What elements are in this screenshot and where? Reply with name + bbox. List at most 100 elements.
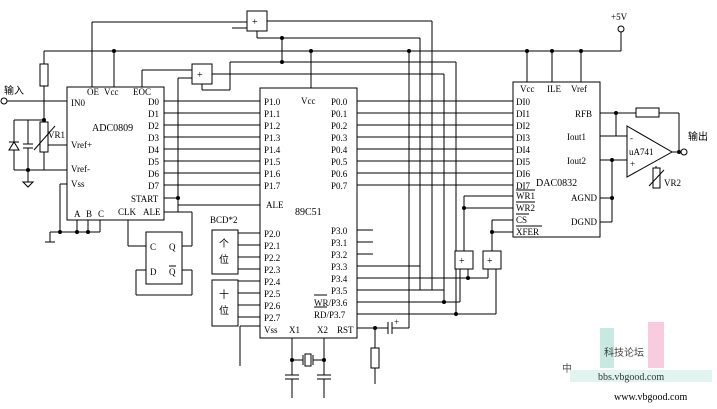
- vr2-label: VR2: [664, 178, 681, 188]
- opamp-plus-label: +: [630, 159, 635, 169]
- dac-cs-label: CS: [516, 215, 527, 225]
- mcu-x1-label: X1: [289, 325, 300, 335]
- mcu-p0-pin-label: P0.2: [331, 121, 347, 131]
- pullup-resistor: [39, 63, 49, 87]
- mcu-p0-pin-label: P0.5: [331, 157, 348, 167]
- input-label: 输入: [4, 84, 24, 97]
- mcu-p3-pin-label: WR/P3.6: [314, 298, 348, 308]
- mcu-ale-label: ALE: [266, 200, 284, 210]
- ff-q-label: Q: [169, 242, 176, 252]
- dac-vref-label: Vref: [571, 84, 587, 94]
- dac-xfer-label: XFER: [516, 227, 539, 237]
- dac-iout2-label: Iout2: [567, 156, 586, 166]
- mcu-p2-pin-label: P2.0: [264, 229, 281, 239]
- mcu-p1-pin-labels: P1.0P1.1P1.2P1.3P1.4P1.5P1.6P1.7: [264, 97, 281, 191]
- dac-ile-label: ILE: [547, 84, 561, 94]
- bcd-p2-wires: [238, 232, 260, 318]
- dac-dgnd-label: DGND: [571, 217, 597, 227]
- adc-clk-label: CLK: [118, 207, 137, 217]
- mcu-p3-pin-label: P3.5: [331, 286, 348, 296]
- mcu-vcc-label: Vcc: [301, 96, 316, 106]
- p0-dac-data-bus: [357, 100, 513, 186]
- adc-p1-data-bus: [164, 100, 260, 186]
- mcu-p2-pin-label: P2.3: [264, 265, 281, 275]
- adc-start-label: START: [131, 194, 159, 204]
- dac-rfb-label: RFB: [575, 109, 592, 119]
- mcu-x2-label: X2: [317, 325, 328, 335]
- mcu-p1-pin-label: P1.4: [264, 145, 281, 155]
- or-gate-adc-symbol: +: [197, 70, 203, 81]
- adc-ale-label: ALE: [143, 207, 161, 217]
- mcu-rst-label: RST: [337, 325, 354, 335]
- mcu-p0-pin-label: P0.6: [331, 169, 348, 179]
- mcu-p3-pin-label: P3.3: [331, 262, 348, 272]
- or-gate-cs-symbol: +: [487, 256, 493, 267]
- mcu-p2-pin-label: P2.2: [264, 253, 280, 263]
- or-gate-wr1-symbol: +: [459, 256, 465, 267]
- opamp-name: uA741: [629, 147, 654, 157]
- dac-wr2-label: WR2: [516, 203, 535, 213]
- dac-di-pin-label: DI4: [516, 145, 530, 155]
- input-terminal: [0, 97, 8, 105]
- dac-di-pin-label: DI5: [516, 157, 530, 167]
- mcu-p2-pin-label: P2.6: [264, 301, 281, 311]
- dac-di-pin-label: DI2: [516, 121, 530, 131]
- adc-addr-c-label: C: [98, 209, 104, 219]
- watermark-url: www.vbgood.com: [614, 392, 687, 403]
- dac-di-pin-label: DI0: [516, 97, 530, 107]
- or-gate-top-symbol: +: [252, 17, 258, 28]
- bcd-ones-digit: [211, 229, 239, 275]
- adc-addr-a-label: A: [74, 209, 81, 219]
- mcu-chip-name: 89C51: [295, 207, 322, 218]
- ground-symbol-left: [21, 181, 35, 188]
- output-label: 输出: [688, 130, 708, 143]
- bcd-title: BCD*2: [210, 215, 238, 225]
- mcu-p0-pin-label: P0.3: [331, 133, 348, 143]
- mcu-p0-pin-label: P0.0: [331, 97, 348, 107]
- adc-eoc-pin-label: EOC: [133, 87, 151, 97]
- mcu-p1-pin-label: P1.2: [264, 121, 280, 131]
- vr1-potentiometer: [39, 121, 49, 153]
- opamp-triangle: [626, 125, 674, 178]
- dac-vcc-label: Vcc: [520, 84, 535, 94]
- dac-wr1-label: WR1: [516, 191, 535, 201]
- mcu-vss-label: Vss: [264, 325, 278, 335]
- bcd-ones-char2: 位: [219, 253, 229, 266]
- bcd-ones-char1: 个: [219, 238, 229, 250]
- vr1-label: VR1: [48, 130, 65, 140]
- mcu-p2-pin-labels: P2.0P2.1P2.2P2.3P2.4P2.5P2.6P2.7: [264, 229, 281, 323]
- dac-chip-name: DAC0832: [536, 178, 577, 189]
- watermark-figure-green: [600, 328, 614, 368]
- mcu-p1-pin-label: P1.0: [264, 97, 281, 107]
- mcu-p3-pin-labels: P3.0P3.1P3.2P3.3P3.4P3.5WR/P3.6RD/P3.7: [314, 226, 348, 320]
- output-terminal: [680, 148, 688, 156]
- mcu-p3-pin-label: P3.4: [331, 274, 348, 284]
- adc-data-pin-label: D0: [148, 97, 159, 107]
- dac-di-pin-label: DI1: [516, 109, 530, 119]
- site-watermark: 中 科技论坛 bbs.vbgood.com www.vbgood.com: [562, 322, 712, 403]
- mcu-p0-pin-label: P0.4: [331, 145, 348, 155]
- mcu-89c51-chip: [259, 87, 358, 339]
- mcu-p1-pin-label: P1.5: [264, 157, 281, 167]
- bcd-tens-char1: 十: [219, 288, 229, 301]
- mcu-p3-pin-label: P3.0: [331, 226, 348, 236]
- mcu-p2-pin-label: P2.4: [264, 277, 281, 287]
- dac0832-chip: [512, 81, 601, 238]
- mcu-p2-pin-label: P2.1: [264, 241, 280, 251]
- dac-di-pin-label: DI3: [516, 133, 530, 143]
- dac-di-pin-label: DI6: [516, 169, 530, 179]
- bcd-tens-digit: [211, 279, 239, 327]
- mcu-p3-pin-label: P3.2: [331, 250, 347, 260]
- mcu-p3-pin-label: RD/P3.7: [314, 310, 346, 320]
- adc-vss-label: Vss: [71, 179, 85, 189]
- dac-agnd-label: AGND: [571, 193, 597, 203]
- adc-data-pin-label: D4: [148, 145, 159, 155]
- adc-data-pin-label: D3: [148, 133, 159, 143]
- adc-vref-plus-label: Vref+: [71, 140, 92, 150]
- mcu-p1-pin-label: P1.1: [264, 109, 280, 119]
- bcd-tens-char2: 位: [219, 304, 229, 317]
- adc0809-chip: [66, 86, 165, 221]
